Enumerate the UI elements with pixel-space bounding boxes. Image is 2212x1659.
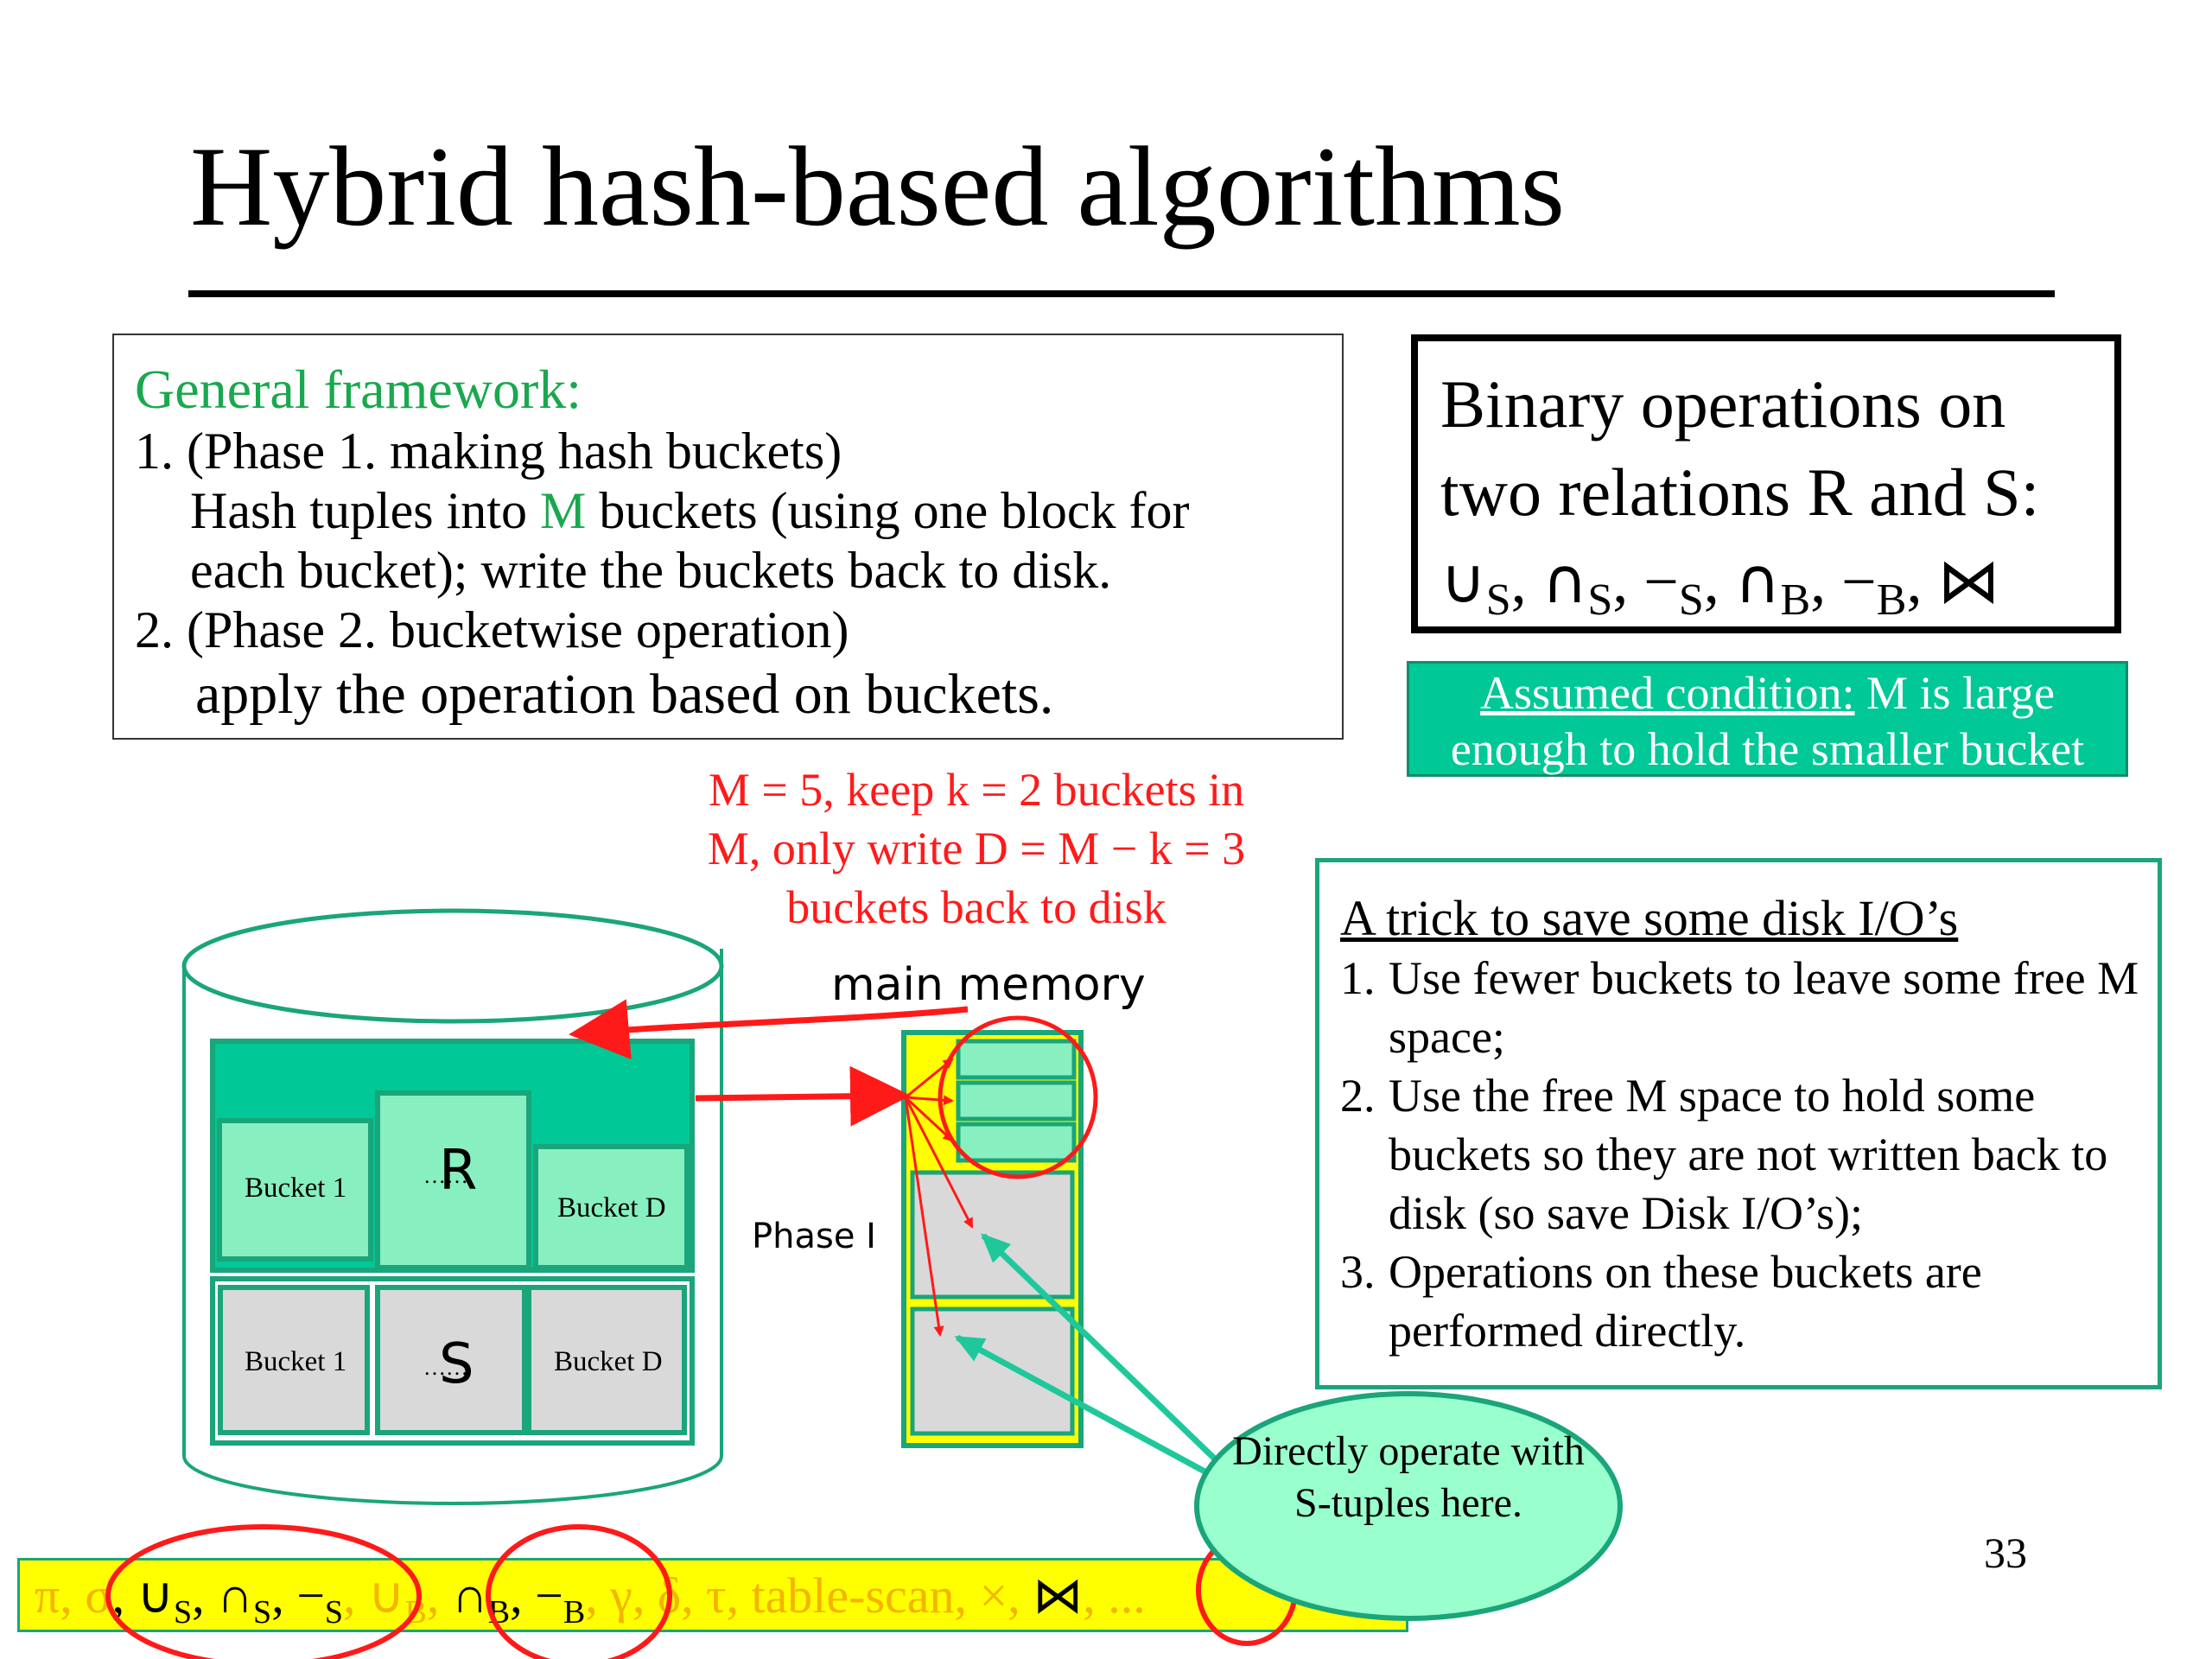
assumed-condition-box: Assumed condition: M is large enough to … — [1407, 661, 2128, 777]
s-bucket-1-label: Bucket 1 — [245, 1346, 347, 1377]
trick-item: 3.Operations on these buckets are perfor… — [1340, 1243, 2158, 1360]
op-sep: , — [426, 1567, 452, 1624]
framework-heading: General framework: — [135, 359, 582, 420]
op-sub: B — [1876, 575, 1907, 625]
trick-item-number: 3. — [1340, 1246, 1376, 1298]
s-bucket-ellipsis: …… — [423, 1355, 468, 1380]
binary-ops-line1: Binary operations on — [1440, 366, 2006, 442]
m-note-line1: M = 5, keep k = 2 buckets in — [708, 764, 1245, 816]
m-note-line3: buckets back to disk — [786, 881, 1166, 933]
op-end: , ... — [1083, 1567, 1146, 1624]
trick-heading: A trick to save some disk I/O’s — [1340, 890, 1959, 946]
main-memory-label: main memory — [831, 959, 1146, 1011]
op-sub: S — [1485, 575, 1511, 625]
op-minus-bag: , − — [510, 1567, 563, 1624]
relation-r-buckets — [210, 1039, 695, 1273]
kept-buckets-highlight — [938, 1015, 1098, 1179]
op-union-set: ∪ — [1440, 544, 1486, 617]
op-rest: , γ, δ, τ, table-scan, ×, — [585, 1567, 1033, 1624]
join-icon: ⋈ — [1937, 544, 2000, 617]
op-intersect-bag: ∩ — [451, 1567, 488, 1624]
assumed-text1: M is large — [1854, 667, 2055, 719]
trick-item-text: Use fewer buckets to leave some free M s… — [1389, 952, 2139, 1063]
op-intersect-set: , ∩ — [192, 1567, 254, 1624]
page-number: 33 — [1984, 1529, 2027, 1577]
red-arrows — [569, 999, 974, 1337]
set-ops-highlight — [105, 1524, 422, 1659]
relation-s-label: S — [439, 1332, 474, 1396]
teal-arrows — [954, 1233, 1228, 1477]
assumed-line1: Assumed condition: M is large — [1409, 665, 2126, 721]
trick-item: 1.Use fewer buckets to leave some free M… — [1340, 949, 2158, 1066]
op-pi-sigma: π, σ — [35, 1567, 112, 1624]
binary-ops-symbols: ∪S, ∩S, −S, ∩B, −B, ⋈ — [1440, 544, 2000, 625]
framework-step2-title: 2. (Phase 2. bucketwise operation) — [135, 601, 849, 658]
framework-step1-line3: each bucket); write the buckets back to … — [190, 542, 1112, 599]
op-sub: S — [324, 1594, 344, 1630]
assumed-line2: enough to hold the smaller bucket — [1450, 723, 2085, 775]
trick-item-number: 1. — [1340, 952, 1376, 1004]
op-minus-set: , − — [271, 1567, 325, 1624]
disk-io-trick-box: A trick to save some disk I/O’s 1.Use fe… — [1315, 858, 2162, 1389]
op-union-bag: ∪ — [368, 1566, 405, 1624]
binary-operations-box: Binary operations on two relations R and… — [1411, 334, 2121, 633]
framework-step1-title: 1. (Phase 1. making hash buckets) — [135, 423, 842, 480]
trick-item-text: Operations on these buckets are performe… — [1389, 1246, 1982, 1357]
framework-step1-line2: Hash tuples into M buckets (using one bl… — [135, 481, 1342, 541]
r-bucket-ellipsis: …… — [423, 1163, 468, 1188]
relation-s-buckets — [210, 1276, 695, 1446]
op-sep: , — [343, 1567, 369, 1624]
op-sub: B — [1780, 575, 1811, 625]
binary-ops-line2: two relations R and S: — [1440, 454, 2040, 530]
general-framework-box: General framework: 1. (Phase 1. making h… — [112, 334, 1344, 740]
trick-item: 2.Use the free M space to hold some buck… — [1340, 1066, 2158, 1243]
bubble-text: Directly operate with S-tuples here. — [1232, 1428, 1585, 1526]
relation-r-label: R — [439, 1139, 478, 1203]
trick-item-text: Use the free M space to hold some bucket… — [1389, 1070, 2108, 1239]
r-bucket-1-label: Bucket 1 — [245, 1173, 347, 1204]
op-sub: S — [1678, 575, 1704, 625]
op-minus-bag: − — [1841, 547, 1877, 616]
title-divider — [188, 290, 2055, 297]
op-intersect-bag: ∩ — [1734, 544, 1781, 617]
op-sub: B — [563, 1594, 586, 1630]
memory-parameters-note: M = 5, keep k = 2 buckets in M, only wri… — [657, 760, 1296, 937]
step1-text-m: M — [539, 482, 587, 539]
m-note-line2: M, only write D = M − k = 3 — [707, 823, 1246, 874]
join-icon: ⋈ — [1033, 1566, 1084, 1624]
s-bucket-d-label: Bucket D — [554, 1346, 663, 1377]
assumed-label: Assumed condition: — [1480, 667, 1855, 719]
disk-cylinder — [181, 908, 724, 1505]
trick-item-number: 2. — [1340, 1070, 1376, 1122]
op-sub: S — [174, 1594, 193, 1630]
framework-step2-text: apply the operation based on buckets. — [195, 663, 1054, 726]
note-bubble — [1194, 1391, 1623, 1621]
step1-text-pre: Hash tuples into — [190, 482, 540, 539]
op-sep: , — [111, 1567, 137, 1624]
op-sub: S — [1587, 575, 1613, 625]
op-sub: S — [253, 1594, 272, 1630]
bag-ops-highlight — [486, 1524, 672, 1659]
step1-text-post: buckets (using one block for — [586, 482, 1190, 539]
operators-bar — [17, 1558, 1408, 1632]
r-bucket-d-label: Bucket D — [557, 1192, 666, 1224]
slide-title: Hybrid hash-based algorithms — [190, 123, 1566, 250]
op-minus-set: − — [1643, 547, 1679, 616]
phase-one-label: Phase I — [752, 1217, 876, 1256]
op-union-set: ∪ — [137, 1566, 175, 1624]
op-intersect-set: ∩ — [1541, 544, 1588, 617]
